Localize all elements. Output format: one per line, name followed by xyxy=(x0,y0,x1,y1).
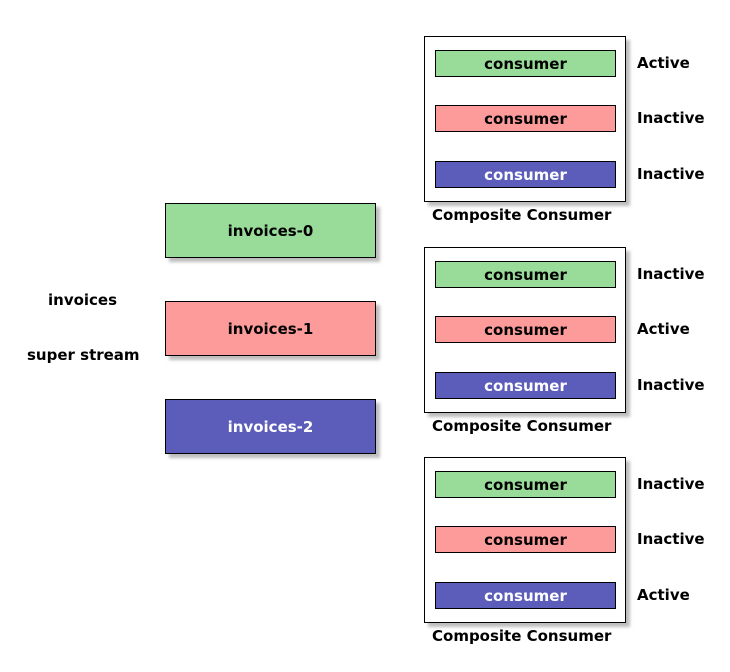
consumer-status: Active xyxy=(637,585,690,604)
stream-name-label: invoices xyxy=(48,291,118,309)
consumer-label: consumer xyxy=(484,376,567,395)
consumer-box-green: consumer xyxy=(435,471,616,498)
consumer-status: Inactive xyxy=(637,164,705,183)
consumer-label: consumer xyxy=(484,530,567,549)
composite-consumer-label: Composite Consumer xyxy=(432,417,612,435)
composite-consumer-label: Composite Consumer xyxy=(432,627,612,645)
consumer-status: Active xyxy=(637,53,690,72)
partition-label: invoices-0 xyxy=(227,221,314,240)
composite-consumer-group-3: consumer consumer consumer Inactive Inac… xyxy=(424,457,730,657)
composite-consumer-box: consumer consumer consumer xyxy=(424,247,626,413)
consumer-label: consumer xyxy=(484,165,567,184)
composite-consumer-box: consumer consumer consumer xyxy=(424,36,626,202)
partition-label: invoices-1 xyxy=(227,319,314,338)
composite-consumer-label: Composite Consumer xyxy=(432,206,612,224)
partition-invoices-0: invoices-0 xyxy=(165,203,376,258)
partition-invoices-2: invoices-2 xyxy=(165,399,376,454)
consumer-label: consumer xyxy=(484,54,567,73)
consumer-status: Inactive xyxy=(637,264,705,283)
consumer-label: consumer xyxy=(484,320,567,339)
consumer-box-purple: consumer xyxy=(435,372,616,399)
consumer-status: Inactive xyxy=(637,375,705,394)
consumer-box-purple: consumer xyxy=(435,582,616,609)
consumer-box-pink: consumer xyxy=(435,316,616,343)
consumer-status: Inactive xyxy=(637,529,705,548)
consumer-box-purple: consumer xyxy=(435,161,616,188)
consumer-label: consumer xyxy=(484,109,567,128)
consumer-label: consumer xyxy=(484,475,567,494)
composite-consumer-box: consumer consumer consumer xyxy=(424,457,626,623)
consumer-box-pink: consumer xyxy=(435,526,616,553)
partition-invoices-1: invoices-1 xyxy=(165,301,376,356)
consumer-box-pink: consumer xyxy=(435,105,616,132)
consumer-status: Inactive xyxy=(637,474,705,493)
stream-type-label: super stream xyxy=(27,346,140,364)
composite-consumer-group-1: consumer consumer consumer Active Inacti… xyxy=(424,36,730,236)
consumer-status: Inactive xyxy=(637,108,705,127)
partition-label: invoices-2 xyxy=(227,417,314,436)
consumer-box-green: consumer xyxy=(435,261,616,288)
consumer-box-green: consumer xyxy=(435,50,616,77)
consumer-status: Active xyxy=(637,319,690,338)
consumer-label: consumer xyxy=(484,265,567,284)
consumer-label: consumer xyxy=(484,586,567,605)
composite-consumer-group-2: consumer consumer consumer Inactive Acti… xyxy=(424,247,730,447)
